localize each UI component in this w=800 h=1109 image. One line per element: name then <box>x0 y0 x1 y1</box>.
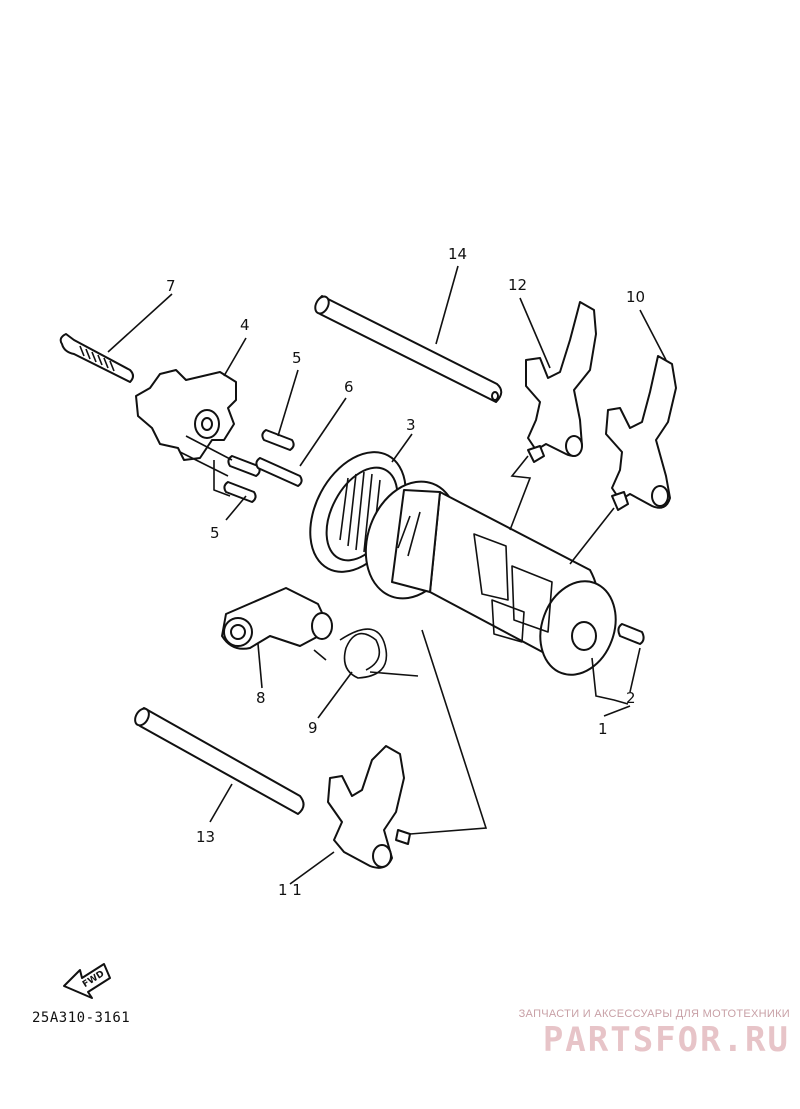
segment-part <box>135 369 237 461</box>
callout-5-bottom: 5 <box>210 524 220 542</box>
callout-10: 10 <box>626 288 645 306</box>
callout-12: 12 <box>508 276 527 294</box>
watermark-tagline: ЗАПЧАСТИ И АКСЕССУАРЫ ДЛЯ МОТОТЕХНИКИ <box>518 1008 790 1020</box>
callout-3: 3 <box>406 416 416 434</box>
shift-lever-part <box>221 587 333 650</box>
callout-4: 4 <box>240 316 250 334</box>
fwd-arrow-icon: FWD <box>63 963 111 999</box>
pin-part <box>617 623 645 645</box>
callout-7: 7 <box>166 277 176 295</box>
callout-13: 13 <box>196 828 215 846</box>
callout-2: 2 <box>626 689 636 707</box>
diagram-code: 25A310-3161 <box>32 1010 131 1026</box>
shift-drum-part <box>364 480 617 676</box>
callout-1: 1 <box>598 720 608 738</box>
shift-fork-shaft-lower <box>134 707 305 815</box>
callout-labels: 7 4 5 6 5 3 14 12 10 2 1 8 9 13 1 1 <box>166 245 645 899</box>
shift-fork-12 <box>525 301 597 463</box>
callout-9: 9 <box>308 719 318 737</box>
callout-6: 6 <box>344 378 354 396</box>
callout-8: 8 <box>256 689 266 707</box>
watermark-brand-logo: PARTSFOR.RU <box>542 1020 790 1060</box>
dowel-pins <box>179 429 303 503</box>
callout-5-top: 5 <box>292 349 302 367</box>
callout-14: 14 <box>448 245 467 263</box>
shift-fork-shaft-upper <box>314 295 503 403</box>
spring-part <box>313 628 419 679</box>
leader-lines <box>107 265 667 885</box>
callout-11: 1 1 <box>278 881 302 899</box>
shift-fork-10 <box>605 355 677 511</box>
shift-fork-11 <box>327 745 411 869</box>
bolt-part <box>59 333 134 383</box>
